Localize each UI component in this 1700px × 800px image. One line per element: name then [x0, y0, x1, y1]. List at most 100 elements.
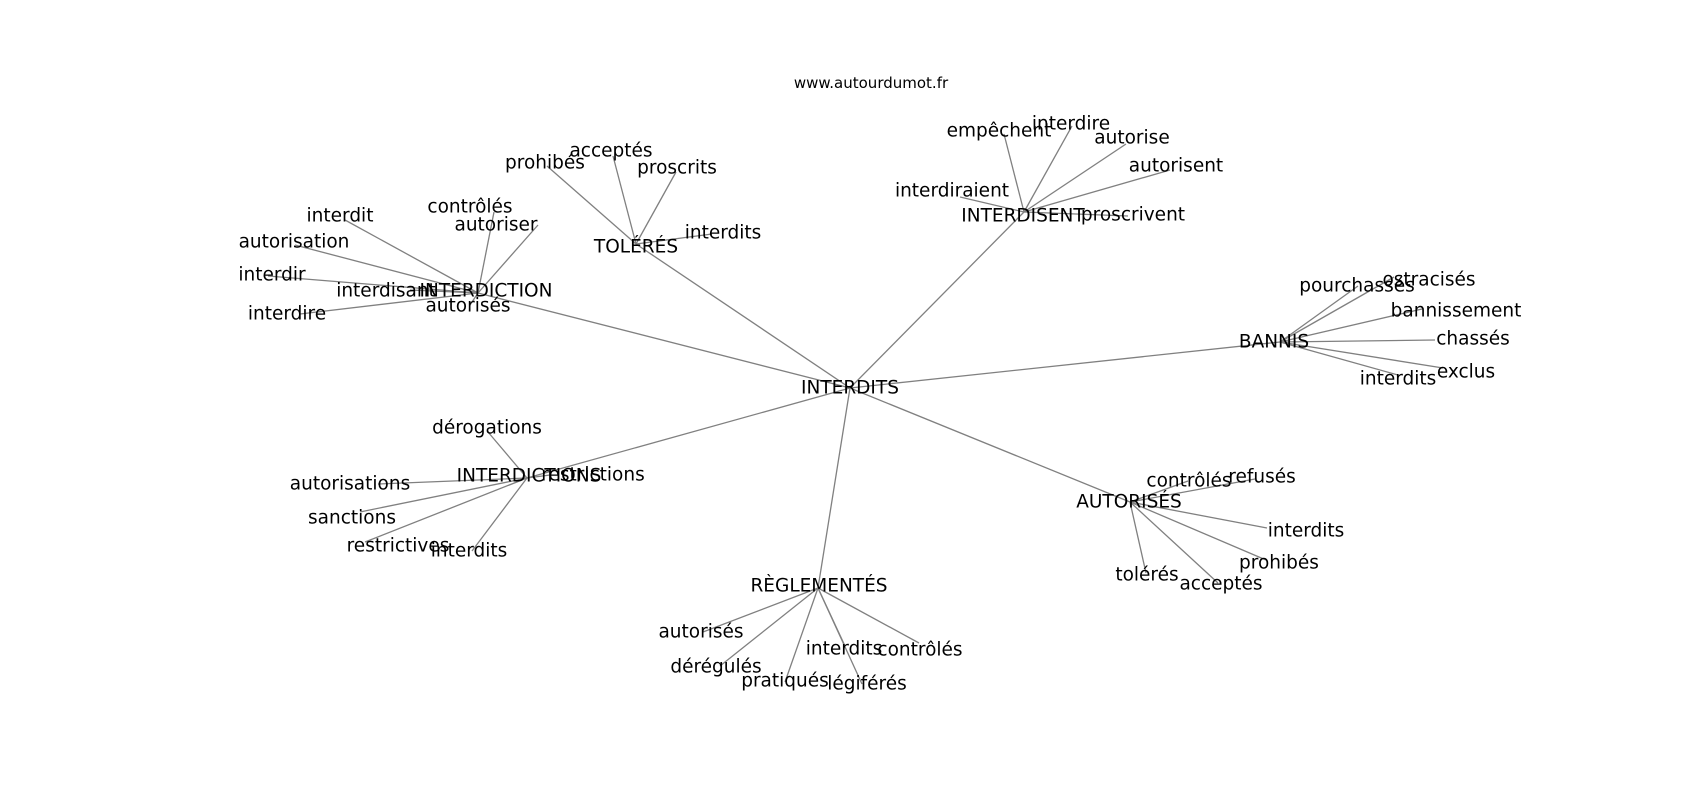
leaf-node-toleres-3[interactable]: interdits [685, 223, 762, 244]
edge-root-bannis [849, 341, 1281, 389]
leaf-node-interdictions-4[interactable]: restrictives [347, 536, 450, 557]
edge-interdictions-leaf-3 [359, 477, 528, 513]
edge-toleres-leaf-3 [635, 233, 713, 245]
leaf-node-autorises-5[interactable]: tolérés [1115, 565, 1178, 586]
leaf-node-toleres-1[interactable]: acceptés [569, 141, 652, 162]
edge-root-interdictions [526, 387, 851, 479]
hub-node-interdictions[interactable]: INTERDICTIONS [457, 466, 602, 487]
leaf-node-interdisent-0[interactable]: empêchent [947, 121, 1052, 142]
leaf-node-bannis-2[interactable]: bannissement [1391, 301, 1522, 322]
leaf-node-reglementes-0[interactable]: autorisés [658, 622, 743, 643]
leaf-node-bannis-0[interactable]: pourchassés [1299, 276, 1415, 297]
leaf-node-interdisent-5[interactable]: proscrivent [1081, 205, 1185, 226]
edge-reglementes-leaf-1 [719, 587, 819, 667]
leaf-node-autorises-4[interactable]: acceptés [1179, 574, 1262, 595]
edge-root-autorises [849, 387, 1131, 503]
leaf-node-interdisent-4[interactable]: interdiraient [895, 181, 1009, 202]
hub-node-toleres[interactable]: TOLÉRÉS [593, 236, 678, 258]
edge-interdiction-leaf-6 [477, 224, 539, 294]
edge-interdiction-leaf-2 [267, 275, 479, 294]
leaf-node-bannis-4[interactable]: exclus [1437, 362, 1495, 383]
edge-autorises-leaf-2 [1129, 501, 1268, 529]
edge-autorises-leaf-3 [1129, 501, 1267, 561]
edge-root-reglementes [817, 387, 851, 589]
edge-reglementes-leaf-5 [817, 587, 920, 644]
leaf-node-interdictions-0[interactable]: dérogations [432, 418, 542, 439]
leaf-node-reglementes-2[interactable]: pratiqués [741, 671, 829, 692]
hub-node-interdiction[interactable]: INTERDICTION [420, 281, 553, 302]
edge-toleres-leaf-0 [546, 165, 637, 245]
leaf-node-interdiction-4[interactable]: interdire [248, 304, 326, 325]
leaf-node-bannis-3[interactable]: chassés [1436, 329, 1510, 350]
hub-node-reglementes[interactable]: RÈGLEMENTÉS [750, 575, 887, 597]
edge-toleres-leaf-1 [612, 155, 637, 245]
edge-bannis-leaf-1 [1279, 276, 1395, 343]
labels-layer: INTERDITS INTERDICTION interdit autorisatio… [238, 114, 1521, 695]
leaf-node-interdictions-2[interactable]: autorisations [290, 474, 410, 495]
edge-interdictions-leaf-0 [487, 431, 528, 479]
leaf-node-interdiction-7[interactable]: autorisés [425, 296, 510, 317]
hub-node-bannis[interactable]: BANNIS [1239, 332, 1309, 353]
leaf-node-interdiction-3[interactable]: interdisant [336, 281, 436, 302]
edge-root-toleres [635, 243, 851, 389]
edge-autorises-leaf-1 [1129, 478, 1256, 503]
leaf-node-reglementes-1[interactable]: dérégulés [670, 657, 761, 678]
edge-interdictions-leaf-2 [377, 477, 528, 485]
leaf-node-bannis-1[interactable]: ostracisés [1382, 270, 1475, 291]
leaf-node-reglementes-5[interactable]: contrôlés [877, 640, 962, 661]
edge-interdictions-leaf-1 [526, 474, 551, 479]
edge-bannis-leaf-5 [1279, 341, 1399, 376]
edge-interdictions-leaf-5 [471, 477, 528, 552]
edge-root-interdiction [477, 292, 851, 389]
leaf-node-interdisent-1[interactable]: interdire [1032, 114, 1110, 135]
edge-bannis-leaf-4 [1279, 341, 1444, 369]
leaf-node-interdiction-2[interactable]: interdir [238, 265, 306, 286]
leaf-node-autorises-0[interactable]: contrôlés [1146, 471, 1231, 492]
edge-interdiction-leaf-1 [294, 244, 479, 294]
leaf-node-interdisent-2[interactable]: autorise [1094, 128, 1169, 149]
leaf-node-toleres-0[interactable]: prohibés [505, 153, 585, 174]
edge-interdisent-leaf-4 [959, 196, 1025, 213]
edge-interdisent-leaf-0 [1003, 133, 1025, 213]
edge-bannis-leaf-2 [1279, 308, 1423, 343]
edge-bannis-leaf-3 [1279, 339, 1436, 343]
leaf-node-toleres-2[interactable]: proscrits [637, 158, 717, 179]
leaf-node-interdiction-0[interactable]: interdit [307, 206, 374, 227]
hub-node-autorises[interactable]: AUTORISÉS [1076, 491, 1182, 513]
leaf-node-interdiction-1[interactable]: autorisation [239, 232, 350, 253]
edge-autorises-leaf-0 [1129, 480, 1189, 503]
edge-autorises-leaf-5 [1129, 501, 1147, 574]
edge-root-interdisent [849, 211, 1025, 389]
edges-layer [267, 125, 1444, 685]
root-node[interactable]: INTERDITS [801, 378, 899, 399]
edge-autorises-leaf-4 [1129, 501, 1219, 584]
leaf-node-interdisent-3[interactable]: autorisent [1129, 156, 1223, 177]
edge-interdiction-leaf-0 [344, 219, 479, 294]
leaf-node-interdiction-6[interactable]: autoriser [454, 215, 537, 236]
edge-interdisent-leaf-1 [1023, 125, 1073, 213]
leaf-node-autorises-3[interactable]: prohibés [1239, 553, 1319, 574]
edge-interdisent-leaf-3 [1023, 169, 1171, 213]
leaf-node-autorises-2[interactable]: interdits [1268, 521, 1345, 542]
edge-bannis-leaf-0 [1279, 285, 1359, 343]
leaf-node-interdiction-5[interactable]: contrôlés [427, 197, 512, 218]
leaf-node-reglementes-4[interactable]: légiférés [827, 674, 907, 695]
leaf-node-interdictions-3[interactable]: sanctions [308, 508, 396, 529]
leaf-node-bannis-5[interactable]: interdits [1360, 369, 1437, 390]
leaf-node-autorises-1[interactable]: refusés [1228, 467, 1295, 488]
edge-reglementes-leaf-0 [702, 587, 819, 633]
leaf-node-interdictions-1[interactable]: restrictions [541, 465, 644, 486]
edge-interdiction-leaf-3 [409, 289, 479, 294]
edge-interdiction-leaf-7 [469, 292, 479, 306]
edge-interdictions-leaf-4 [364, 477, 528, 543]
edge-interdiction-leaf-5 [477, 211, 495, 294]
leaf-node-reglementes-3[interactable]: interdits [806, 639, 883, 660]
source-url: www.autourdumot.fr [794, 74, 949, 92]
edge-interdiction-leaf-4 [299, 292, 479, 315]
leaf-node-interdictions-5[interactable]: interdits [431, 541, 508, 562]
edge-interdisent-leaf-2 [1023, 143, 1127, 213]
edge-reglementes-leaf-4 [817, 587, 863, 685]
hub-node-interdisent[interactable]: INTERDISENT [961, 206, 1085, 227]
edge-interdisent-leaf-5 [1023, 211, 1129, 217]
